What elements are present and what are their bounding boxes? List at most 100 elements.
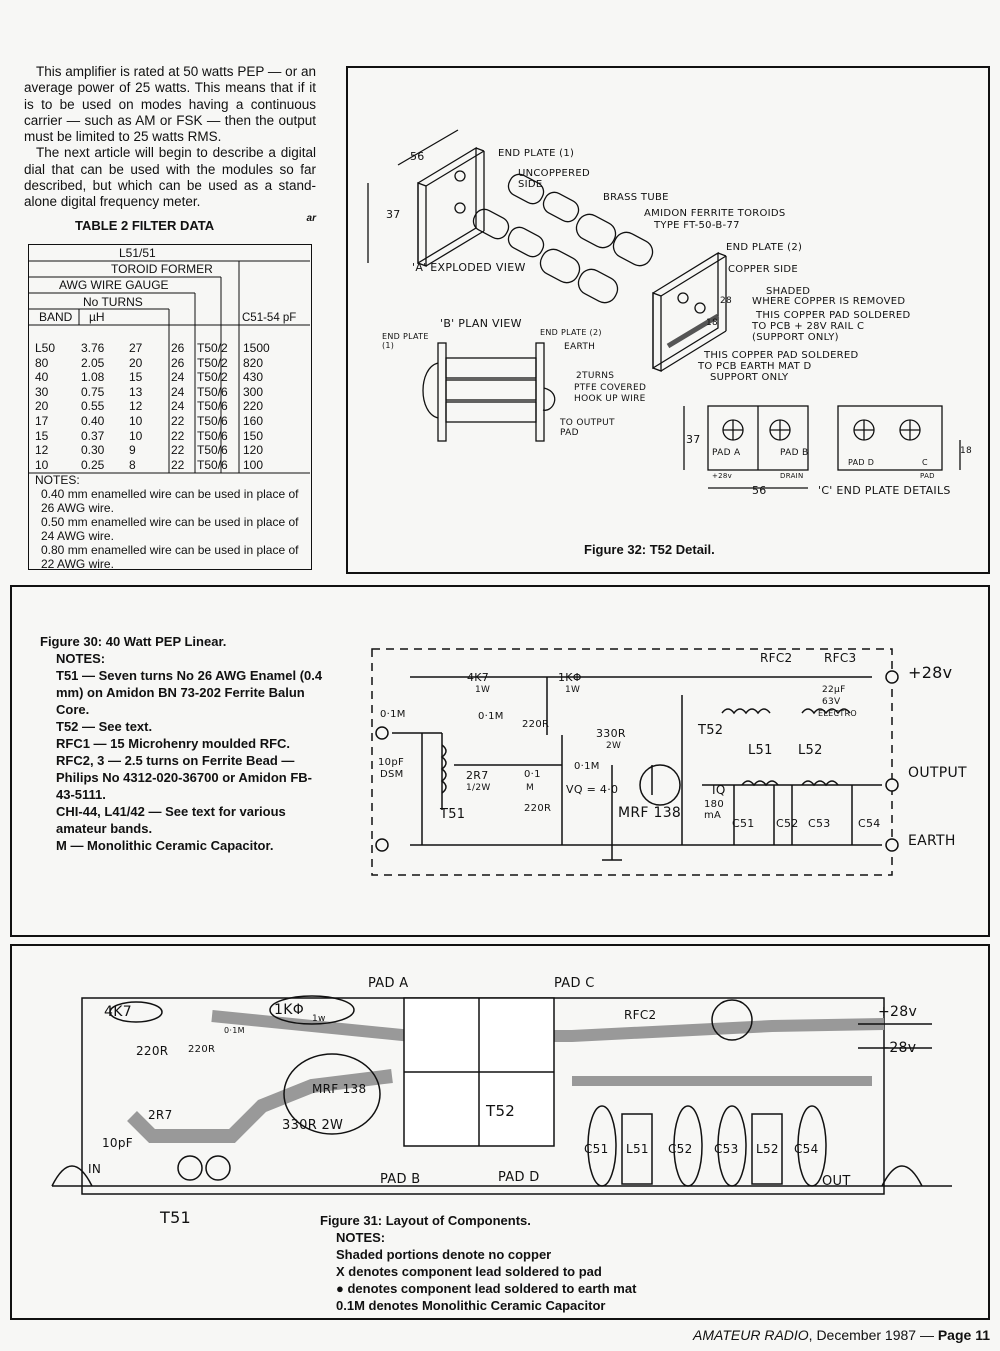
table-header-l51: L51/51 [119,246,156,260]
table-cell: 0.37 [81,428,105,443]
dim-18-c: 18 [960,446,973,456]
label-l52: L52 [798,743,823,758]
figure-31-text: Figure 31: Layout of Components. NOTES: … [320,1212,740,1314]
label-end-plate-1: END PLATE (1) [498,148,575,159]
table-cell: 10 [129,428,143,443]
label-shaded: SHADED [766,286,811,297]
table-cell: 12 [35,443,49,458]
label-pad1b: TO PCB + 28V RAIL C [752,321,865,332]
table-header-uh: µH [89,310,105,324]
pcb-label-out: OUT [822,1174,851,1189]
table-cell: 0.40 [81,413,105,428]
label-pad1: THIS COPPER PAD SOLDERED [756,310,911,321]
table-cell: 0.55 [81,399,105,414]
end-mark: ar [306,212,316,224]
table-cell: L50 [35,341,56,355]
fig31-note: Shaded portions denote no copper [336,1247,552,1262]
table-cell: T50/6 [197,428,228,443]
fig30-note: CHI-44, L41/42 — See text for various am… [56,804,286,836]
label-mrf138: MRF 138 [618,805,682,821]
label-t52: T52 [698,723,724,738]
table-cell: 0.25 [81,457,105,472]
table-header-turns: No TURNS [83,295,143,309]
table-cell: 24 [171,370,185,385]
table-cell: 300 [243,384,264,399]
label-220r-b: 220R [524,803,552,814]
table-cell: T50/6 [197,399,228,414]
table-cell: 13 [129,384,143,399]
table-cell: 26 [171,341,185,355]
dim-18: 18 [706,318,719,328]
label-rfc2: RFC2 [760,651,793,665]
label-uncoppered: UNCOPPERED SIDE [518,168,590,190]
label-ptfe: PTFE COVERED [574,383,647,393]
table-note: 0.50 mm enamelled wire can be used in pl… [41,515,299,543]
label-220r-a: 220R [522,719,550,730]
label-01m-c: 0·1M [574,761,600,772]
table-cell: 12 [129,399,143,414]
label-01m-a: 0·1M [478,711,504,722]
table-cell: 22 [171,428,185,443]
pcb-label-2r7: 2R7 [148,1108,173,1122]
t52-detail-drawing [367,129,961,489]
table-note: 0.80 mm enamelled wire can be used in pl… [41,543,299,571]
label-plan-end-plate-2: END PLATE (2) [540,328,602,337]
label-amidon: AMIDON FERRITE TOROIDS [644,208,786,219]
footer-page: Page 11 [937,1327,990,1343]
table-notes: NOTES: 0.40 mm enamelled wire can be use… [35,473,305,571]
label-pad-d: PAD D [848,458,875,467]
figure-30-text: Figure 30: 40 Watt PEP Linear. NOTES: T5… [40,633,330,854]
fig30-note: RFC1 — 15 Microhenry moulded RFC. [56,736,291,751]
table-header-band: BAND [39,310,73,324]
pcb-label-4k7: 4K7 [104,1004,132,1020]
table-cell: 2.05 [81,355,105,370]
table-cell: 0.30 [81,443,105,458]
label-pad2c: SUPPORT ONLY [710,372,789,383]
label-pad-a: PAD A [712,448,741,458]
pcb-label-220r-a: 220R [136,1044,169,1058]
pcb-label-01m: 0·1M [224,1026,245,1035]
label-plan-view: 'B' PLAN VIEW [440,317,522,330]
figure-31-caption: Figure 31: Layout of Components. [320,1213,531,1228]
pcb-label-in: IN [88,1162,102,1176]
table-note: NOTES: [35,473,80,487]
label-pad1c: (SUPPORT ONLY) [752,332,839,343]
fig30-note: RFC2, 3 — 2.5 turns on Ferrite Bead — Ph… [56,753,312,802]
fig30-note: T51 — Seven turns No 26 AWG Enamel (0.4 … [56,668,323,717]
label-c-end-plate: 'C' END PLATE DETAILS [818,484,951,497]
table-note: 0.40 mm enamelled wire can be used in pl… [41,487,299,515]
table-cell: 15 [129,370,143,385]
table-cell: 30 [35,384,49,399]
footer-date: , December 1987 — [808,1327,938,1343]
table-cell: T50/2 [197,341,228,355]
table-cell: 22 [171,413,185,428]
table-cell: 22 [171,457,185,472]
fig31-note: ● denotes component lead soldered to ear… [336,1281,637,1296]
figure-32-caption: Figure 32: T52 Detail. [584,542,715,557]
pcb-label-rfc2: RFC2 [624,1008,657,1022]
label-removed: WHERE COPPER IS REMOVED [752,296,906,307]
label-c51: C51 [732,817,755,830]
pcb-label-l52: L52 [756,1142,779,1156]
table-cell: 80 [35,355,49,370]
table-cell: T50/2 [197,370,228,385]
pcb-label-220r-b: 220R [188,1044,216,1055]
table-cell: T50/6 [197,384,228,399]
label-1w-b: 1W [565,685,581,695]
table-cell: 22 [171,443,185,458]
label-2r7: 2R7 [466,769,489,782]
label-type: TYPE FT-50-B-77 [654,220,740,231]
label-c54: C54 [858,817,881,830]
table-header-awg: AWG WIRE GAUGE [59,278,169,292]
table-cell: 15 [35,428,49,443]
label-copper-side: COPPER SIDE [728,264,798,275]
pcb-label-plus28: +28v [878,1004,918,1020]
fig31-note-header: NOTES: [336,1230,386,1245]
dim-56-c: 56 [752,484,767,497]
label-pad-c: C [922,458,928,467]
table-header-toroid: TOROID FORMER [111,262,213,276]
